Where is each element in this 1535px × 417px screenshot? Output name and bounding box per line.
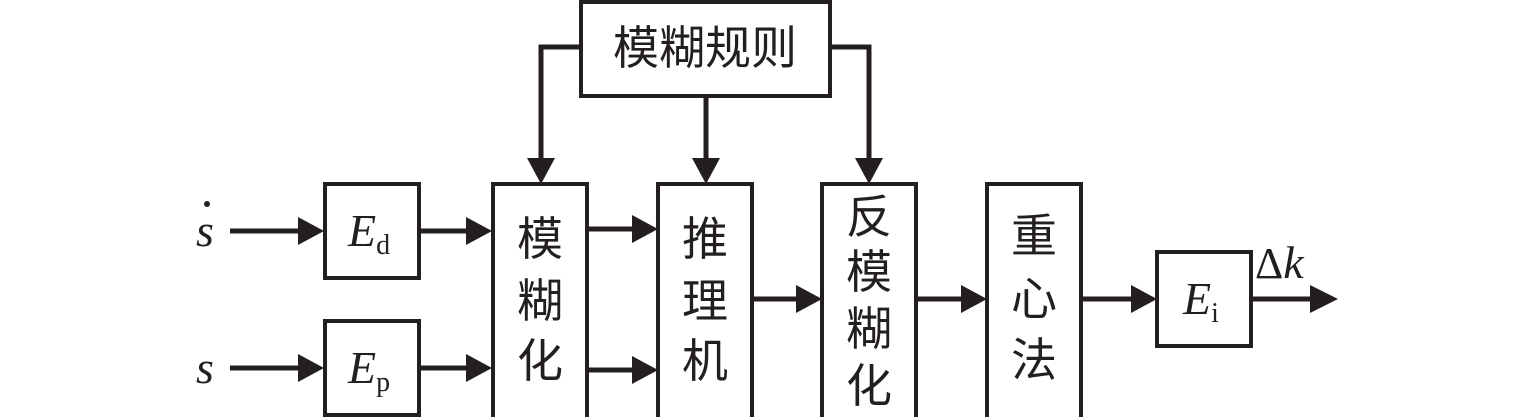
inference-char-3: 机 [682, 334, 728, 388]
inference-to-defuzzify-arrowhead [796, 285, 822, 313]
ei-label: Ei [1182, 273, 1219, 329]
fuzzify-char-3: 化 [517, 334, 563, 388]
fuzzify-block [491, 182, 589, 417]
s-dot-input-arrowhead [298, 217, 324, 245]
fuzzify-to-inference-bottom-arrowhead [632, 356, 658, 384]
output-arrowhead [1310, 285, 1338, 313]
inference-char-1: 推 [682, 212, 728, 266]
output-delta-k-label: Δk [1255, 237, 1305, 288]
ed-label: Ed [347, 205, 390, 261]
derivative-dot [204, 201, 210, 207]
defuzzify-char-3: 糊 [846, 302, 892, 356]
defuzzify-char-2: 模 [846, 245, 892, 299]
rules-to-defuzzify-arrowhead [855, 158, 883, 184]
rules-to-inference-arrowhead [692, 158, 720, 184]
inference-char-2: 理 [682, 274, 728, 328]
defuzzify-char-1: 反 [846, 190, 892, 244]
fuzzify-char-2: 糊 [517, 274, 563, 328]
rules-to-fuzzify-line [538, 44, 581, 160]
s-input-arrowhead [298, 354, 324, 382]
ed-block [323, 182, 421, 280]
centroid-char-2: 心 [1011, 272, 1057, 326]
ep-to-fuzzify-arrowhead [466, 354, 492, 382]
centroid-char-3: 法 [1011, 333, 1057, 387]
input-s-dot-label: s [196, 205, 214, 256]
ei-block [1155, 250, 1253, 348]
fuzzy-rules-label: 模糊规则 [613, 21, 797, 75]
input-s-label: s [196, 342, 214, 393]
defuzzify-block [820, 182, 918, 417]
inference-block [656, 182, 754, 417]
rules-to-fuzzify-arrowhead [527, 158, 555, 184]
ep-block [323, 319, 421, 417]
centroid-to-ei-arrowhead [1131, 285, 1157, 313]
ed-to-fuzzify-arrowhead [466, 217, 492, 245]
rules-to-defuzzify-line [830, 44, 872, 160]
ep-label: Ep [347, 342, 390, 398]
fuzzify-char-1: 模 [517, 212, 563, 266]
fuzzify-to-inference-top-arrowhead [632, 215, 658, 243]
defuzzify-char-4: 化 [846, 359, 892, 413]
centroid-char-1: 重 [1011, 209, 1057, 263]
defuzzify-to-centroid-arrowhead [961, 285, 987, 313]
